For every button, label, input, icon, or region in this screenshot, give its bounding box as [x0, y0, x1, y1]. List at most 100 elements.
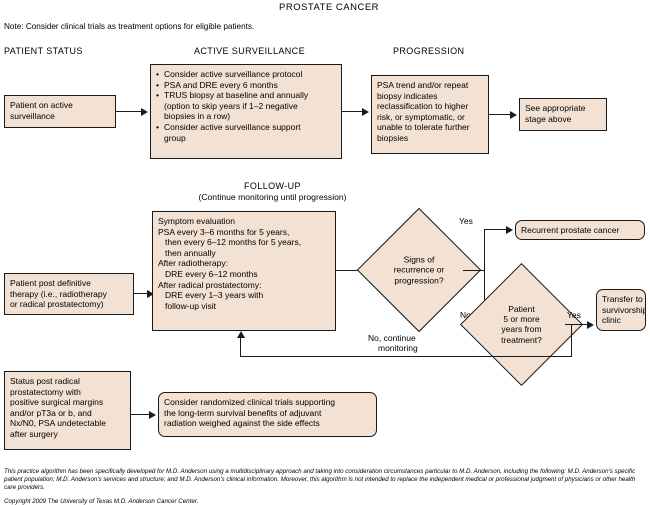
connector-posttherapy-to-symptom: [134, 293, 150, 295]
arrowhead-icon: [149, 410, 156, 419]
arrowhead-icon: [506, 225, 513, 234]
clinical-trials-note: Note: Consider clinical trials as treatm…: [4, 22, 255, 31]
connector-patient-to-plan: [116, 111, 143, 113]
arrowhead-icon: [141, 107, 148, 116]
node-line: reclassification to higher: [377, 101, 469, 112]
list-item: Consider active surveillance support gro…: [156, 122, 336, 143]
column-header-active-surveillance: ACTIVE SURVEILLANCE: [194, 46, 305, 56]
decision-five-or-more-years[interactable]: Patient 5 or more years from treatment?: [459, 262, 584, 387]
decision-line: Signs of: [403, 254, 435, 265]
copyright-text: Copyright 2009 The University of Texas M…: [4, 497, 199, 505]
node-line: Symptom evaluation: [158, 216, 236, 226]
disclaimer-text: This practice algorithm has been specifi…: [4, 468, 636, 492]
connector-yes-to-transfer: [565, 324, 589, 326]
node-progression-criteria[interactable]: PSA trend and/or repeat biopsy indicates…: [371, 75, 489, 154]
node-line: after surgery: [10, 428, 58, 439]
node-line: biopsies: [377, 132, 409, 143]
bullet-text: Consider active surveillance support: [164, 121, 301, 132]
node-patient-on-active-surveillance[interactable]: Patient on active surveillance: [4, 95, 116, 128]
node-line: Patient post definitive: [10, 278, 91, 288]
list-item: TRUS biopsy at baseline and annually (op…: [156, 90, 336, 122]
decision-signs-of-recurrence[interactable]: Signs of recurrence or progression?: [356, 207, 482, 333]
node-consider-randomized-trials[interactable]: Consider randomized clinical trials supp…: [158, 392, 377, 437]
node-line: therapy (i.e., radiotherapy: [10, 288, 107, 299]
bullet-continuation: (option to skip years if 1–2 negative: [164, 100, 298, 111]
decision-line: treatment?: [501, 334, 542, 345]
arrowhead-icon: [587, 320, 594, 329]
node-line: then annually: [165, 247, 216, 258]
decision-label: Patient 5 or more years from treatment?: [478, 304, 565, 346]
connector-yes-to-recurrent: [484, 229, 508, 231]
node-status-post-radical-prostatectomy[interactable]: Status post radical prostatectomy with p…: [4, 371, 131, 450]
node-line: positive surgical margins: [10, 397, 104, 408]
node-active-surveillance-plan[interactable]: Consider active surveillance protocol PS…: [150, 64, 342, 159]
edge-label-no-continue-line1: No, continue: [368, 333, 416, 343]
node-line: Nx/N0, PSA undetectable: [10, 418, 106, 429]
node-line: After radical prostatectomy:: [158, 279, 262, 290]
node-line: then every 6–12 months for 5 years,: [165, 237, 302, 248]
connector-status-to-trials: [131, 414, 152, 416]
connector-plan-to-progression: [342, 111, 364, 113]
node-recurrent-prostate-cancer[interactable]: Recurrent prostate cancer: [515, 220, 645, 240]
node-line: PSA every 3–6 months for 5 years,: [158, 226, 290, 237]
node-line: follow-up visit: [165, 300, 217, 311]
node-line: After radiotherapy:: [158, 258, 228, 269]
bullet-continuation: group: [164, 132, 186, 143]
bullet-text: PSA and DRE every 6 months: [164, 79, 278, 90]
node-line: Transfer to: [602, 294, 643, 304]
node-line: surveillance: [10, 110, 55, 121]
connector-decision1-branch: [484, 229, 486, 325]
edge-label-no-recurrence: No: [460, 310, 471, 320]
node-see-appropriate-stage[interactable]: See appropriate stage above: [519, 98, 607, 131]
connector-no-loop-down: [571, 324, 573, 357]
node-line: Patient on active: [10, 100, 73, 110]
footer-disclaimer: This practice algorithm has been specifi…: [4, 468, 644, 505]
node-line: the long-term survival benefits of adjuv…: [164, 407, 322, 418]
node-patient-post-definitive-therapy[interactable]: Patient post definitive therapy (i.e., r…: [4, 273, 134, 315]
node-line: DRE every 6–12 months: [165, 268, 258, 279]
list-item: PSA and DRE every 6 months: [156, 80, 336, 91]
node-transfer-to-survivorship-clinic[interactable]: Transfer to survivorship clinic: [596, 289, 646, 331]
node-line: Consider randomized clinical trials supp…: [164, 397, 336, 407]
arrowhead-icon: [510, 110, 517, 119]
connector-no-loop-left: [240, 356, 572, 358]
arrowhead-icon: [147, 289, 154, 298]
node-line: radiation weighed against the side effec…: [164, 418, 320, 429]
decision-line: progression?: [394, 275, 444, 286]
node-line: Status post radical: [10, 376, 80, 386]
arrowhead-icon: [237, 331, 245, 338]
decision-label: Signs of recurrence or progression?: [375, 254, 463, 285]
column-header-patient-status: PATIENT STATUS: [4, 46, 83, 56]
section-header-followup: FOLLOW-UP: [244, 181, 301, 191]
node-line: and/or pT3a or b, and: [10, 407, 92, 418]
page-title: PROSTATE CANCER: [279, 2, 380, 13]
node-line: risk, or symptomatic, or: [377, 111, 465, 122]
node-line: survivorship: [602, 304, 646, 315]
connector-progression-to-stage: [489, 114, 512, 116]
node-line: stage above: [525, 113, 572, 124]
edge-label-no-continue-line2: monitoring: [378, 343, 418, 353]
list-item: Consider active surveillance protocol: [156, 69, 336, 80]
edge-label-yes-five-years: Yes: [567, 310, 581, 320]
node-line: unable to tolerate further: [377, 122, 470, 133]
node-line: biopsy indicates: [377, 90, 438, 101]
connector-symptom-to-decision: [336, 270, 369, 272]
node-line: or radical prostatectomy): [10, 299, 104, 310]
bullet-text: TRUS biopsy at baseline and annually: [164, 90, 309, 101]
active-surveillance-bullet-list: Consider active surveillance protocol PS…: [156, 69, 336, 143]
column-header-progression: PROGRESSION: [393, 46, 465, 56]
decision-line: Patient: [508, 303, 535, 314]
section-subheader-followup: (Continue monitoring until progression): [198, 192, 347, 202]
decision-line: 5 or more: [503, 314, 540, 325]
node-line: clinic: [602, 315, 621, 326]
connector-decision1-stem: [463, 270, 485, 272]
arrowhead-icon: [362, 107, 369, 116]
node-symptom-evaluation[interactable]: Symptom evaluation PSA every 3–6 months …: [152, 211, 336, 331]
decision-line: recurrence or: [393, 264, 445, 275]
node-line: DRE every 1–3 years with: [165, 290, 264, 301]
edge-label-yes-recurrence: Yes: [459, 216, 473, 226]
decision-line: years from: [501, 324, 542, 335]
bullet-continuation: biopsies in a row): [164, 111, 231, 122]
node-line: Recurrent prostate cancer: [521, 225, 620, 235]
